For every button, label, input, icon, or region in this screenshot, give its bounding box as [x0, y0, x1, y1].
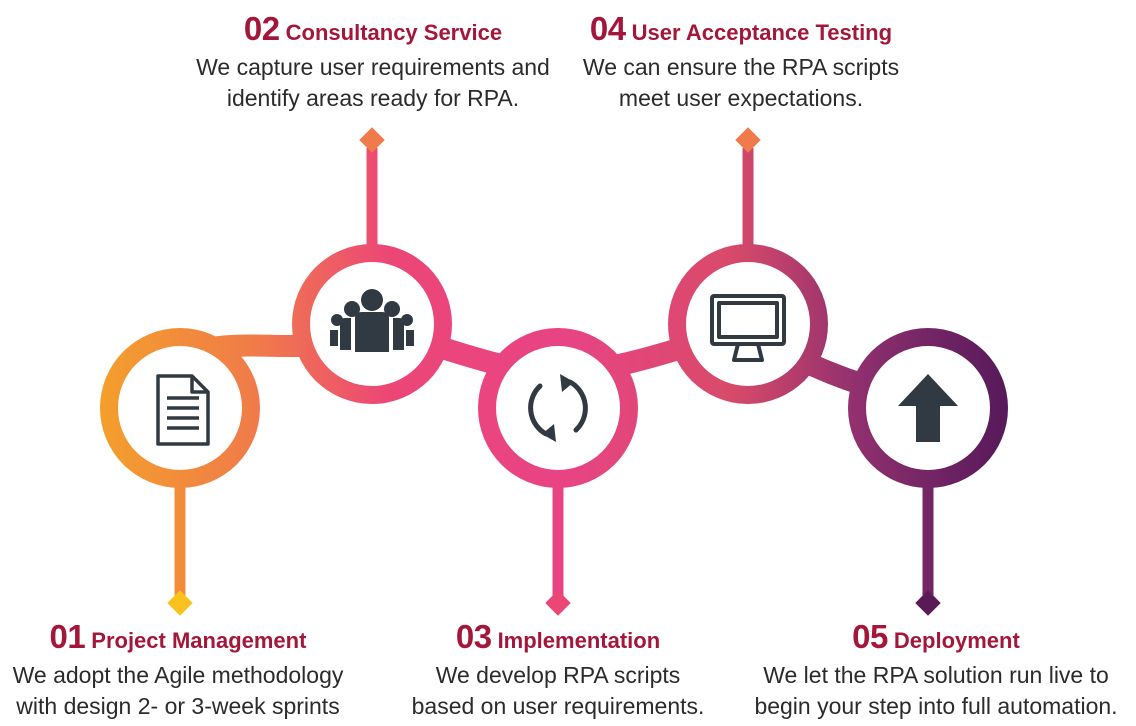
step-02-number: 02: [243, 10, 280, 47]
step-01-number: 01: [49, 618, 86, 655]
step-05-name: Deployment: [893, 628, 1020, 653]
step-05-description: We let the RPA solution run live to begi…: [740, 660, 1132, 722]
step-01-name: Project Management: [91, 628, 307, 653]
diamond-04: [735, 127, 761, 153]
ring-04: [668, 244, 828, 404]
step-04-number: 04: [589, 10, 626, 47]
step-01-description: We adopt the Agile methodology with desi…: [0, 660, 356, 722]
step-04-desc-line-1: We can ensure the RPA scripts: [582, 54, 900, 80]
ring-03: [478, 328, 638, 488]
step-04-name: User Acceptance Testing: [631, 20, 893, 45]
step-01-desc-line-2: with design 2- or 3-week sprints: [16, 693, 340, 719]
up-arrow-icon: [898, 374, 958, 442]
refresh-icon: [528, 374, 588, 442]
step-04-description: We can ensure the RPA scripts meet user …: [541, 52, 941, 114]
diamond-02: [359, 127, 385, 153]
diamond-05: [915, 590, 941, 616]
step-05-number: 05: [852, 618, 888, 655]
team-icon: [330, 289, 414, 352]
step-05-desc-line-2: begin your step into full automation.: [754, 693, 1118, 719]
document-icon: [156, 374, 210, 446]
monitor-icon: [710, 294, 786, 362]
step-02-description: We capture user requirements and identif…: [158, 52, 588, 114]
step-02-name: Consultancy Service: [285, 20, 503, 45]
diamond-03: [545, 590, 571, 616]
step-03-desc-line-1: We develop RPA scripts: [435, 662, 681, 688]
step-05-desc-line-1: We let the RPA solution run live to: [763, 662, 1109, 688]
step-01-desc-line-1: We adopt the Agile methodology: [12, 662, 344, 688]
step-02-desc-line-1: We capture user requirements and: [196, 54, 550, 80]
diamond-01: [167, 590, 193, 616]
step-03-description: We develop RPA scripts based on user req…: [388, 660, 728, 722]
step-03-desc-line-2: based on user requirements.: [411, 693, 705, 719]
step-02-desc-line-2: identify areas ready for RPA.: [226, 85, 520, 111]
step-04-desc-line-2: meet user expectations.: [618, 85, 864, 111]
step-03-number: 03: [455, 618, 492, 655]
step-03-name: Implementation: [497, 628, 661, 653]
